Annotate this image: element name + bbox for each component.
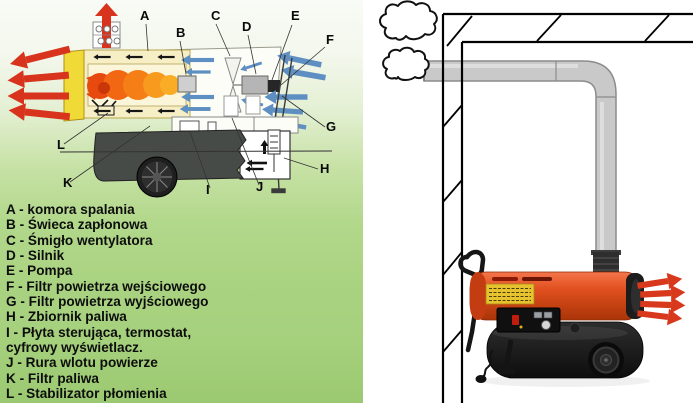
legend-line: L - Stabilizator płomienia [6, 386, 167, 402]
heat-output-face [63, 49, 85, 122]
callout-A: A [140, 8, 150, 23]
callout-letters: A B C D E F G H I J K L [57, 8, 336, 197]
legend-line: I - Płyta sterująca, termostat, [6, 324, 192, 340]
motor [241, 75, 269, 95]
hot-air-arrow-icon [7, 40, 72, 73]
fuel-tank [59, 129, 333, 182]
legend-line: C - Śmigło wentylatora [6, 232, 153, 248]
pump [268, 80, 280, 92]
callout-F: F [326, 32, 334, 47]
power-plug [475, 375, 487, 383]
diagram-panel: A B C D E F G H I J K L A - komora spala… [0, 0, 363, 403]
heater-cross-section-diagram: A B C D E F G H I J K L [6, 3, 336, 198]
fuel-nozzle [177, 75, 197, 93]
hot-air-arrow-icon [7, 101, 71, 126]
callout-C: C [211, 8, 221, 23]
callout-K: K [63, 175, 73, 190]
brand-marking [492, 277, 518, 281]
wheel [136, 156, 178, 198]
legend-line: cyfrowy wyświetlacz. [6, 340, 143, 356]
callout-D: D [242, 19, 251, 34]
fuel-cap [569, 322, 581, 334]
legend: A - komora spalania B - Świeca zapłonowa… [6, 202, 362, 401]
legend-line: B - Świeca zapłonowa [6, 217, 148, 233]
callout-H: H [320, 161, 329, 176]
legend-line: K - Filtr paliwa [6, 370, 99, 386]
legend-line: E - Pompa [6, 263, 73, 279]
callout-L: L [57, 137, 65, 152]
installation-panel [367, 0, 693, 403]
smoke-clouds [379, 0, 438, 81]
callout-I: I [206, 182, 210, 197]
support-leg [498, 339, 515, 374]
power-cord [475, 349, 494, 383]
control-panel [496, 307, 561, 333]
legend-line: A - komora spalania [6, 202, 135, 217]
heater-photo [458, 249, 686, 387]
display [533, 311, 543, 319]
fuel-flow-arrows [245, 140, 269, 172]
hot-air-arrows [6, 40, 72, 126]
legend-line: G - Filtr powietrza wyjściowego [6, 294, 209, 310]
hot-air-arrow-icon [6, 66, 70, 90]
callout-J: J [256, 179, 263, 194]
callout-B: B [176, 25, 185, 40]
heater-wheel [588, 342, 624, 378]
hot-air-arrow-icon [7, 87, 69, 105]
power-switch [512, 315, 519, 325]
callout-G: G [326, 119, 336, 134]
legend-line: H - Zbiornik paliwa [6, 309, 127, 325]
control-board [179, 120, 200, 132]
callout-E: E [291, 8, 300, 23]
installation-illustration [379, 0, 693, 403]
smoke-cloud-icon [379, 0, 438, 41]
thermostat-knob [541, 320, 551, 330]
legend-line: J - Rura wlotu powierze [6, 355, 158, 371]
hot-air-arrow-icon [639, 295, 686, 314]
wall [441, 12, 693, 403]
wall-hatching [442, 14, 670, 353]
under-body [223, 95, 261, 117]
legend-line: D - Silnik [6, 248, 65, 264]
exhaust-pipe [423, 60, 617, 257]
leader-lines [63, 23, 326, 189]
warning-label [485, 283, 535, 305]
smoke-cloud-icon [382, 46, 430, 81]
legend-line: F - Filtr powietrza wejściowego [6, 278, 207, 294]
chimney-outlet [92, 3, 121, 49]
flame [86, 70, 180, 100]
